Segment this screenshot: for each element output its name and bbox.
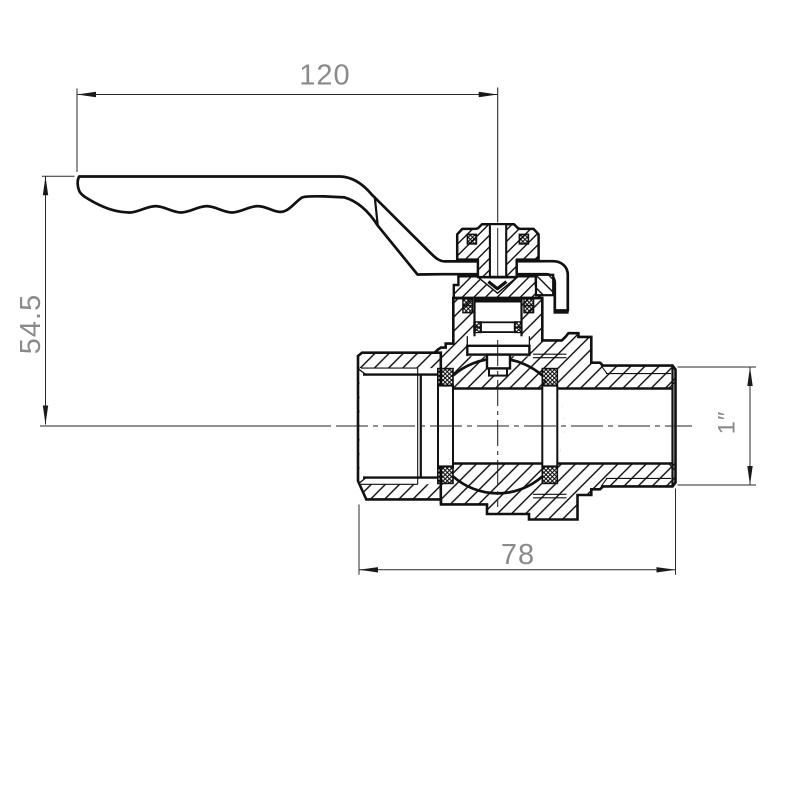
svg-text:1″: 1″: [714, 411, 741, 435]
svg-text:78: 78: [501, 539, 535, 571]
svg-text:120: 120: [299, 60, 350, 92]
svg-text:54.5: 54.5: [15, 294, 47, 354]
